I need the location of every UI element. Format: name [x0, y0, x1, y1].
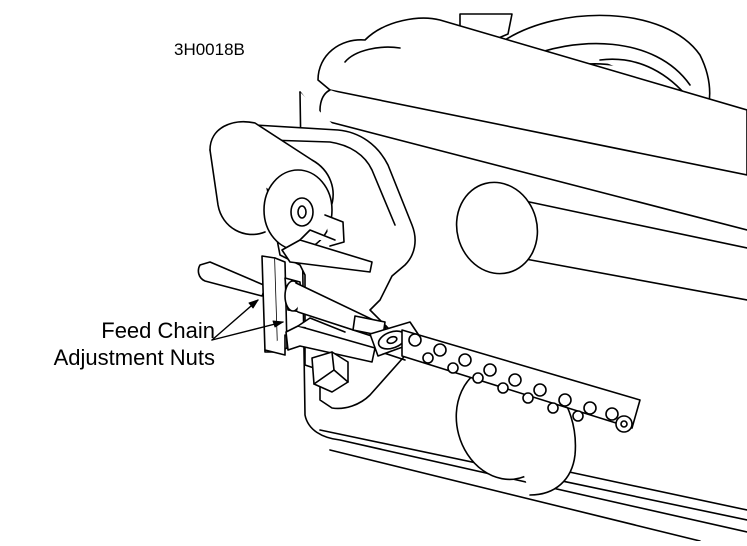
upper-guide [281, 229, 373, 273]
main-beam [299, 17, 747, 542]
idler-roller [209, 121, 345, 251]
lower-nut [311, 351, 349, 393]
callout-line-1: Feed Chain [101, 318, 215, 343]
tension-assembly [197, 255, 387, 356]
callout-label: Feed Chain Adjustment Nuts [54, 317, 215, 371]
figure-id-label: 3H0018B [174, 40, 245, 59]
leader-arrowheads [248, 299, 284, 328]
lower-guide [285, 317, 376, 363]
callout-line-2: Adjustment Nuts [53, 345, 215, 370]
callout-leaders [211, 299, 284, 341]
feed-chain [369, 321, 641, 433]
